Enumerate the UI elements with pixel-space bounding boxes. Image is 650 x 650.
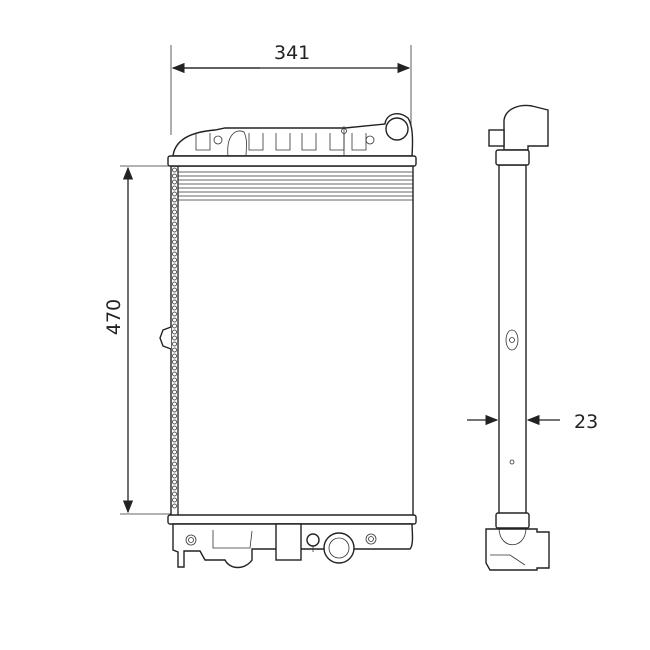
width-dimension (170, 45, 412, 135)
depth-label: 23 (574, 411, 599, 433)
width-label: 341 (274, 42, 311, 64)
radiator-side-view (485, 104, 550, 571)
radiator-front-view (159, 113, 417, 569)
height-label: 470 (103, 298, 126, 336)
height-dimension (120, 165, 172, 515)
